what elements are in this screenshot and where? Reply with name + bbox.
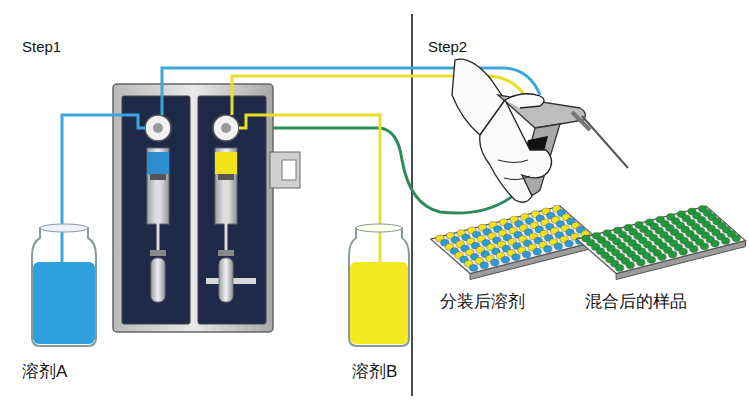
well <box>544 246 552 253</box>
hand <box>480 100 552 202</box>
caption-label: 溶剂A <box>22 362 67 382</box>
well <box>565 240 573 247</box>
right-clamp <box>218 250 234 256</box>
plate-top <box>431 206 600 273</box>
right-valve-core <box>221 123 231 133</box>
caption-label: Step2 <box>428 38 467 56</box>
caption-label: 溶剂B <box>352 362 397 382</box>
left-valve <box>145 115 171 141</box>
bottle-b-glass <box>349 228 409 346</box>
right-plunger-tip <box>218 174 234 180</box>
well <box>637 259 645 266</box>
bracket-slot <box>282 160 296 180</box>
plate-side <box>616 241 745 280</box>
bottle-a-glass <box>32 228 96 346</box>
plate-top <box>577 206 746 273</box>
well <box>647 256 655 263</box>
plate-side <box>470 241 599 280</box>
well <box>512 254 520 261</box>
right-plunger-rod <box>225 180 228 252</box>
left-guide <box>151 258 165 302</box>
caption-label: Step1 <box>22 38 61 56</box>
needle-hub <box>572 112 590 130</box>
right-valve <box>213 115 239 141</box>
bottle-a <box>32 224 96 346</box>
well <box>491 259 499 266</box>
needle <box>582 116 628 168</box>
well <box>554 243 562 250</box>
well <box>732 235 740 242</box>
left-panel <box>122 96 190 324</box>
caption-label: 混合后的样品 <box>585 292 687 312</box>
left-clamp <box>150 250 166 256</box>
right-syringe-liquid <box>215 152 237 174</box>
well <box>679 248 687 255</box>
thumb <box>505 94 544 108</box>
left-syringe-liquid <box>147 152 169 174</box>
side-bracket <box>270 152 300 188</box>
well <box>533 248 541 255</box>
bottle-a-mouth <box>40 224 88 232</box>
well <box>522 251 530 258</box>
well <box>501 256 509 263</box>
step-divider <box>411 14 413 396</box>
hand-dispenser <box>452 59 628 202</box>
finger-lines <box>498 160 530 180</box>
well <box>469 265 477 272</box>
well <box>700 243 708 250</box>
well <box>690 246 698 253</box>
yellow-liquid <box>350 262 408 344</box>
left-plunger-rod <box>157 180 160 252</box>
bottle-b-mouth <box>356 224 402 232</box>
well <box>668 251 676 258</box>
bottle-b <box>349 224 409 346</box>
left-plunger-tip <box>150 174 166 180</box>
syringe-pump <box>113 84 300 332</box>
well <box>615 265 623 272</box>
caption-label: 分装后溶剂 <box>440 292 525 312</box>
left-valve-core <box>153 123 163 133</box>
right-guide <box>219 258 233 302</box>
well <box>711 240 719 247</box>
sample-plate <box>577 205 746 279</box>
well <box>626 262 634 269</box>
well <box>658 254 666 261</box>
well <box>480 262 488 269</box>
solvent-plate <box>431 205 600 279</box>
well <box>721 238 729 245</box>
blue-liquid <box>33 262 95 344</box>
right-panel <box>198 96 266 324</box>
